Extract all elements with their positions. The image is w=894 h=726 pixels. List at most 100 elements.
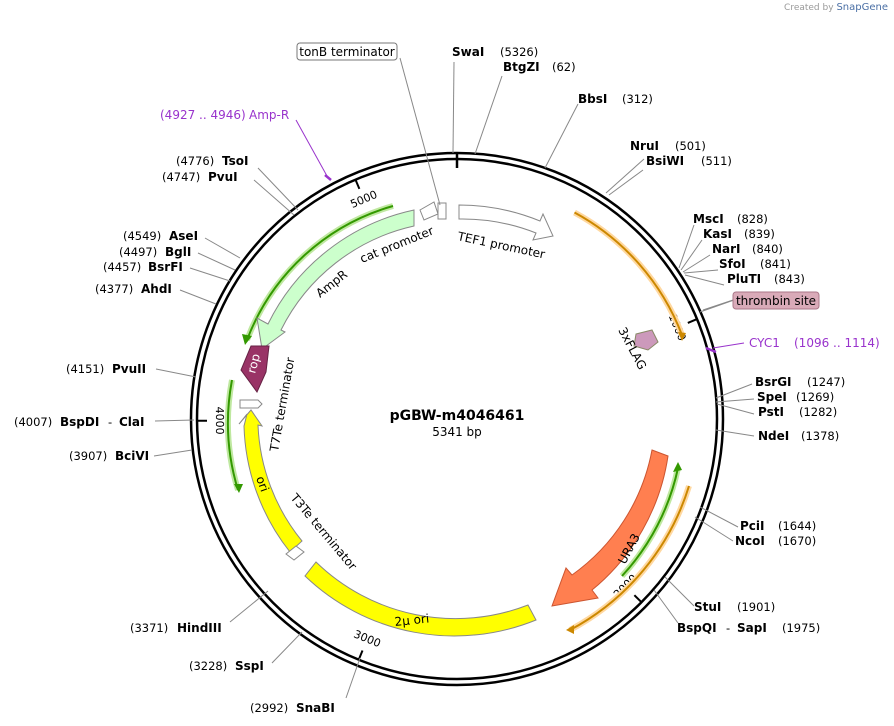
enzyme-bcivi-pos: (3907) [69, 449, 107, 463]
enzyme-spei-pos: (1269) [796, 390, 834, 404]
enzyme-bgli-pos: (4497) [119, 245, 157, 259]
ampr-primer-leader [295, 119, 328, 177]
enzyme-swai[interactable]: SwaI [452, 45, 484, 59]
scale-tick-label-3000: 3000 [352, 628, 383, 651]
t7te-terminator-mark[interactable] [239, 399, 263, 409]
enzyme-sfoi[interactable]: SfoI [719, 257, 746, 271]
two-mu-ori-arrow[interactable] [304, 561, 537, 637]
orf-arc-ampr-head [242, 334, 252, 345]
enzyme-bsrgi-pos: (1247) [807, 375, 845, 389]
scale-tick-label-4000: 4000 [213, 407, 226, 435]
enzyme-bsiwi[interactable]: BsiWI [646, 154, 684, 168]
enzyme-swai-pos: (5326) [500, 45, 538, 59]
scale-tick-1000 [687, 318, 698, 324]
enzyme-pvuii[interactable]: PvuII [112, 362, 146, 376]
plasmid-name: pGBW-m4046461 [390, 408, 525, 424]
enzyme-psti[interactable]: PstI [758, 405, 784, 419]
t3te-label: T3Te terminator [287, 490, 360, 573]
ori-arrow[interactable] [238, 409, 303, 553]
enzyme-asei-pos: (4549) [123, 229, 161, 243]
cyc1-primer-mark [705, 346, 717, 354]
ura3-arrow[interactable] [551, 449, 669, 607]
ampr-primer-name: Amp-R [249, 108, 289, 122]
scale-tick-label-5000: 5000 [348, 188, 379, 211]
tonb-label: tonB terminator [299, 45, 395, 59]
enzyme-bsiwi-pos: (511) [701, 154, 732, 168]
plasmid-size: 5341 bp [432, 425, 482, 439]
cyc1-primer-name: CYC1 [749, 336, 780, 350]
enzyme-ncoi[interactable]: NcoI [735, 534, 765, 548]
enzyme-hindiii-pos: (3371) [130, 621, 168, 635]
enzyme-pcii[interactable]: PciI [740, 519, 765, 533]
enzyme-snabi[interactable]: SnaBI [296, 701, 335, 715]
enzyme-prui[interactable]: NruI [630, 139, 659, 153]
enzyme-ahdi-pos: (4377) [95, 282, 133, 296]
tonb-terminator-mark[interactable] [437, 202, 447, 220]
enzyme-ndei[interactable]: NdeI [758, 429, 789, 443]
enzyme-psti-pos: (1282) [799, 405, 837, 419]
cyc1-primer-leader [712, 342, 745, 349]
enzyme-bcivi[interactable]: BciVI [115, 449, 149, 463]
scale-tick-5000 [354, 179, 361, 190]
enzyme-leaders [153, 57, 755, 699]
two-mu-ori-label: 2μ ori [394, 611, 430, 629]
orf-arc-ura3-outer [569, 485, 690, 631]
thrombin-leader [699, 299, 735, 313]
orf-arc-ampr [246, 205, 394, 341]
enzyme-bgli[interactable]: BglI [165, 245, 191, 259]
enzyme-bspdi-pos: (4007) [14, 415, 52, 429]
enzyme-spei[interactable]: SpeI [757, 390, 787, 404]
enzyme-pvuii-pos: (4151) [66, 362, 104, 376]
enzyme-asei[interactable]: AseI [169, 229, 198, 243]
enzyme-nari[interactable]: NarI [712, 242, 741, 256]
enzyme-sapi[interactable]: SapI [737, 621, 767, 635]
enzyme-btgzi[interactable]: BtgZI [503, 60, 540, 74]
enzyme-sfoi-pos: (841) [760, 257, 791, 271]
tef1-label: TEF1 promoter [455, 229, 546, 261]
enzyme-sspi[interactable]: SspI [235, 659, 264, 673]
enzyme-clai[interactable]: ClaI [119, 415, 144, 429]
enzyme-pvui-pos: (4747) [162, 170, 200, 184]
watermark-brand: SnapGene [836, 2, 888, 13]
enzyme-ahdi[interactable]: AhdI [141, 282, 172, 296]
thrombin-label-box [732, 291, 820, 310]
enzyme-pcii-pos: (1644) [778, 519, 816, 533]
enzyme-kasi[interactable]: KasI [703, 227, 732, 241]
enzyme-stui[interactable]: StuI [694, 600, 721, 614]
rop-arrow[interactable] [240, 345, 270, 393]
enzyme-snabi-pos: (2992) [250, 701, 288, 715]
t7te-label: T7Te terminator [267, 356, 298, 453]
orf-arc-ura3-head [673, 462, 682, 472]
orf-arc-tef [574, 211, 683, 336]
enzyme-pluti[interactable]: PluTI [727, 272, 761, 286]
enzyme-ncoi-pos: (1670) [778, 534, 816, 548]
enzyme-bspdi-dash: - [108, 415, 112, 429]
enzyme-bsrfi[interactable]: BsrFI [148, 260, 183, 274]
scale-tick-2000 [633, 594, 643, 603]
thrombin-label: thrombin site [736, 294, 816, 308]
tef1-promoter-arrow[interactable] [458, 204, 554, 241]
enzyme-pvui[interactable]: PvuI [208, 170, 238, 184]
orf-arc-left [227, 379, 239, 491]
enzyme-kasi-pos: (839) [744, 227, 775, 241]
flag-arrow[interactable] [633, 329, 659, 351]
enzyme-bspqi[interactable]: BspQI [677, 621, 717, 635]
enzyme-msci[interactable]: MscI [693, 212, 724, 226]
enzyme-msci-pos: (828) [737, 212, 768, 226]
enzyme-bspdi[interactable]: BspDI [60, 415, 99, 429]
enzyme-bsrgi[interactable]: BsrGI [755, 375, 792, 389]
enzyme-tsoi[interactable]: TsoI [222, 154, 248, 168]
enzyme-bbsi[interactable]: BbsI [578, 92, 607, 106]
snapgene-watermark: Created by SnapGene [784, 2, 888, 13]
orf-arc-left-head [234, 484, 243, 493]
t3te-terminator-mark[interactable] [285, 545, 305, 561]
enzyme-nari-pos: (840) [752, 242, 783, 256]
rop-label: rop [244, 352, 263, 375]
enzyme-bbsi-pos: (312) [622, 92, 653, 106]
ampr-primer-mark [324, 174, 332, 181]
cat-promoter-arrow[interactable] [419, 201, 439, 221]
enzyme-hindiii[interactable]: HindIII [177, 621, 222, 635]
orf-arc-ura3 [621, 467, 679, 577]
enzyme-tsoi-pos: (4776) [176, 154, 214, 168]
enzyme-ndei-pos: (1378) [801, 429, 839, 443]
